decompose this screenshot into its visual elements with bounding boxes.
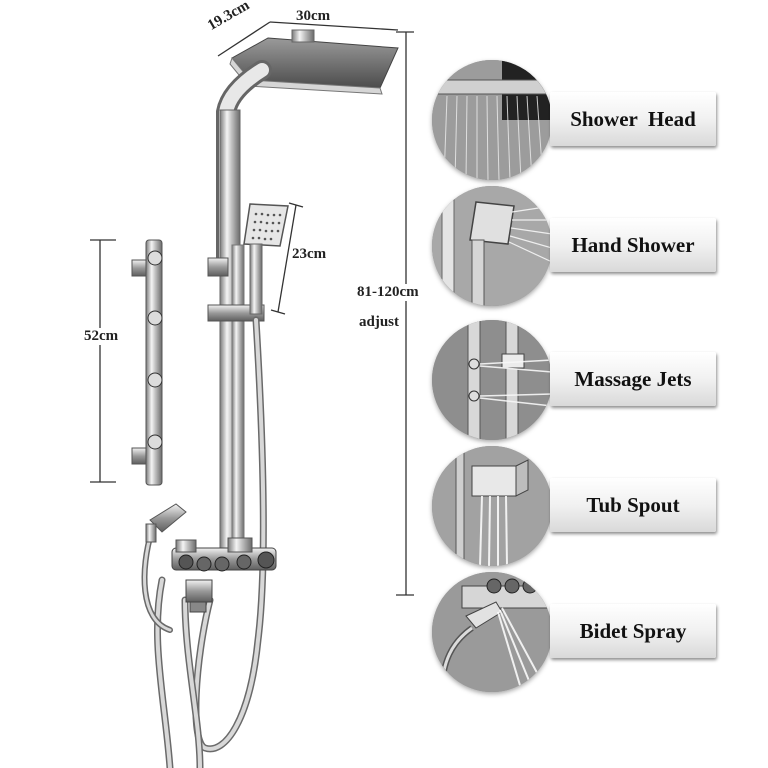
feature-label: Massage Jets (550, 352, 716, 406)
hand-shower (243, 203, 289, 315)
feature-hand-shower: Hand Shower (432, 186, 722, 306)
dimension-lines (90, 21, 414, 596)
feature-tub-spout: Tub Spout (432, 446, 722, 566)
feature-bidet-spray: Bidet Spray (432, 572, 722, 692)
shower-head-icon (432, 60, 552, 180)
height-range-label: 81-120cm (355, 284, 421, 301)
tub-spout-icon (432, 446, 552, 566)
feature-massage-jets: Massage Jets (432, 320, 722, 440)
feature-label: Hand Shower (550, 218, 716, 272)
hand-shower-icon (432, 186, 552, 306)
feature-shower-head: Shower Head (432, 60, 722, 180)
mixer-valve (171, 537, 277, 613)
feature-label: Shower Head (550, 92, 716, 146)
hand-shower-length-label: 23cm (292, 246, 327, 262)
bidet-spray-icon (432, 572, 552, 692)
feature-label: Bidet Spray (550, 604, 716, 658)
massage-jets-icon (432, 320, 552, 440)
adjust-label: adjust (357, 314, 402, 331)
bidet-sprayer (145, 503, 187, 543)
shower-system-illustration (90, 21, 414, 768)
feature-label: Tub Spout (550, 478, 716, 532)
massage-jets-bar (131, 239, 163, 486)
head-width-label: 30cm (296, 8, 331, 24)
shower-hoses (141, 316, 267, 768)
rain-shower-head (229, 29, 399, 95)
jets-panel-length-label: 52cm (82, 328, 121, 345)
